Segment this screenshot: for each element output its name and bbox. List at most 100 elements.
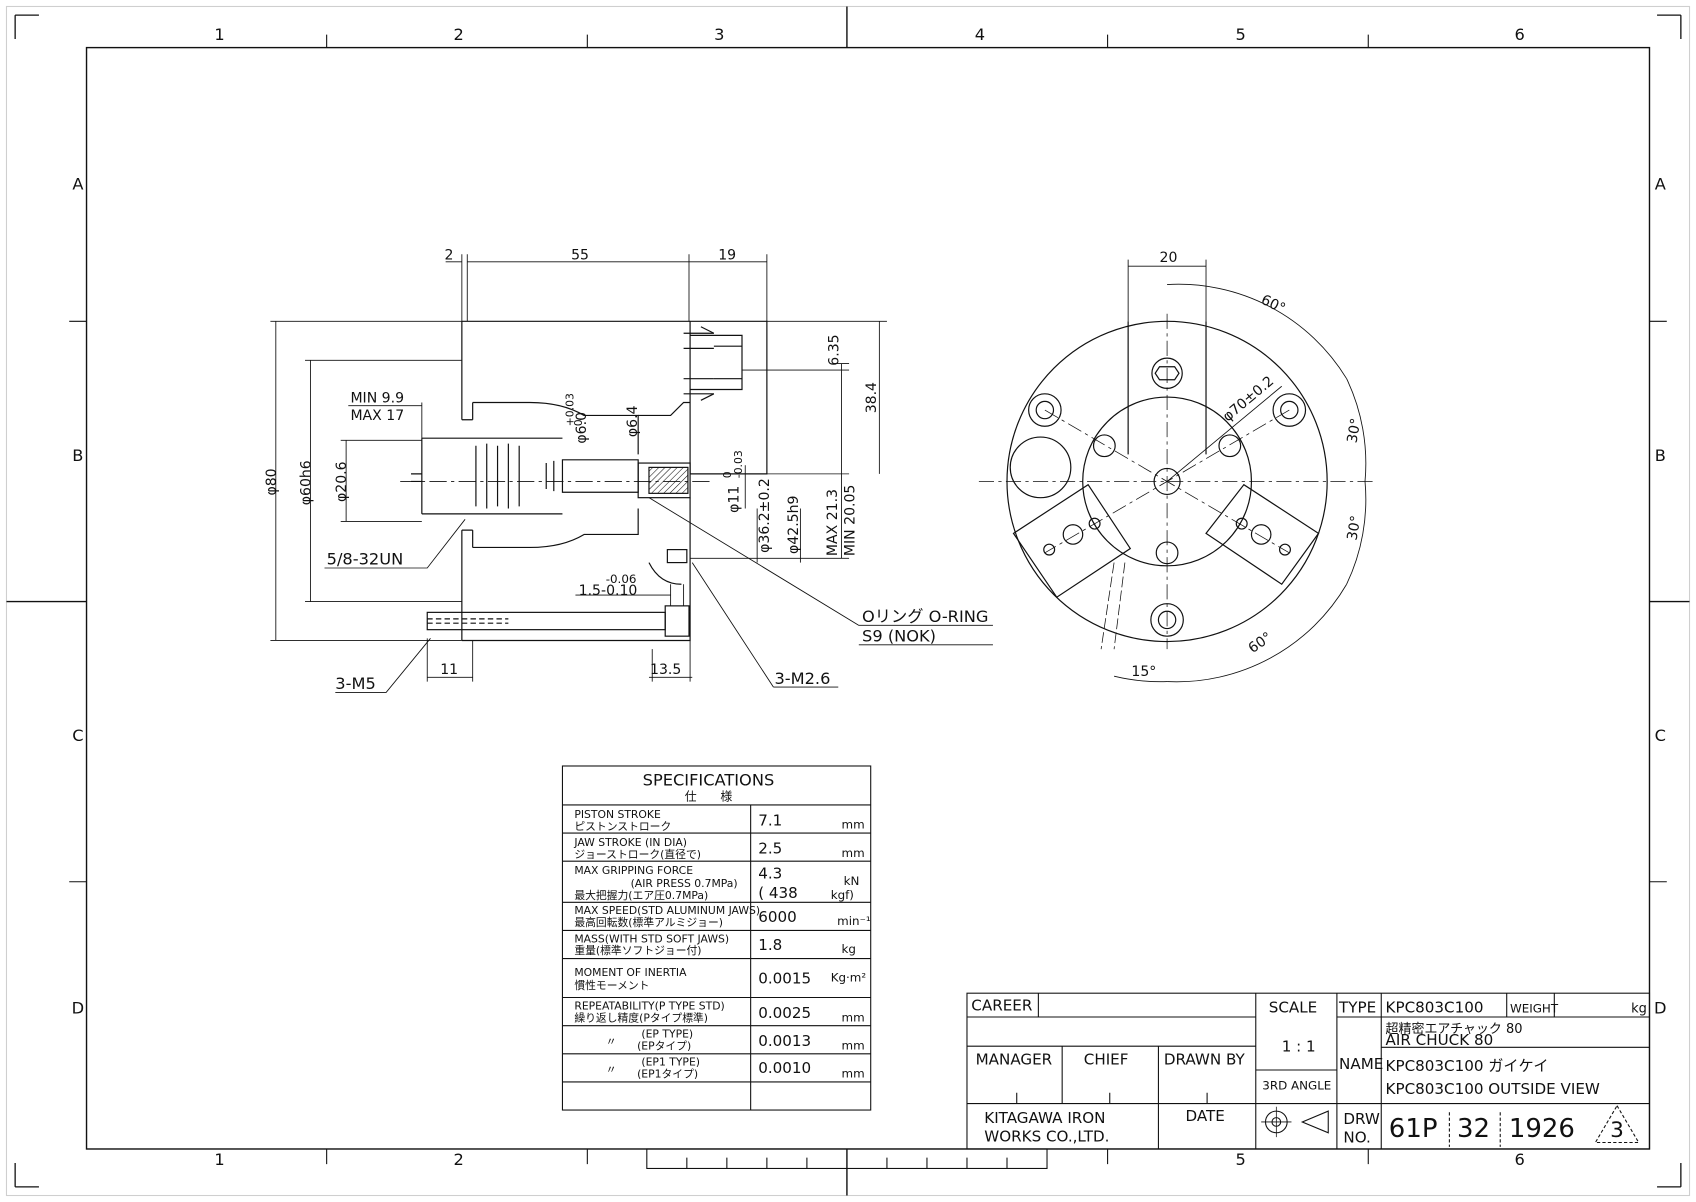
dim-angle-30-upper: 30° [1345, 417, 1365, 444]
spec-row-label: PISTON STROKE [574, 808, 661, 821]
row-label-c-left: C [72, 726, 83, 745]
side-view-callouts: 5/8-32UN 3-M5 3-M2.6 Oリング O-RING S9 (NOK… [327, 550, 989, 693]
side-view [270, 254, 993, 693]
third-angle-projection-icon [1261, 1106, 1329, 1138]
spec-title-ja: 仕 様 [685, 790, 733, 804]
projection-label: 3RD ANGLE [1262, 1078, 1331, 1092]
col-label-6-bottom: 6 [1515, 1150, 1525, 1169]
spec-row-label-2: (AIR PRESS 0.7MPa) [631, 877, 738, 890]
spec-title: SPECIFICATIONS [643, 770, 775, 789]
spec-row-unit: Kg·m² [831, 970, 867, 984]
spec-row-value: 2.5 [758, 840, 782, 858]
spec-row-label: 〃 [606, 1035, 617, 1048]
name-ja: 超精密エアチャック 80 [1386, 1021, 1523, 1037]
col-label-5-bottom: 5 [1235, 1150, 1245, 1169]
callout-3-m2-6: 3-M2.6 [774, 669, 830, 688]
row-label-a-right: A [1655, 174, 1666, 193]
col-label-2-bottom: 2 [453, 1150, 463, 1169]
spec-row-unit: mm [842, 818, 865, 832]
spec-row-unit: mm [842, 1010, 865, 1024]
dim-front-20: 20 [1160, 250, 1178, 266]
name-label: NAME [1339, 1055, 1383, 1073]
callout-oring: Oリング O-RING [862, 607, 988, 626]
spec-row-unit: kg [842, 942, 856, 956]
spec-row-label: MAX SPEED(STD ALUMINUM JAWS) [574, 904, 760, 917]
dim-pcd70: φ70±0.2 [1220, 373, 1277, 425]
dim-13-5: 13.5 [650, 662, 681, 678]
name-line-2: KPC803C100 ガイケイ [1386, 1057, 1549, 1075]
scale-value: 1 : 1 [1282, 1038, 1316, 1056]
callout-3-m5: 3-M5 [335, 674, 375, 693]
spec-row-label-ja: 慣性モーメント [574, 978, 649, 992]
spec-row-unit: mm [842, 846, 865, 860]
spec-row-unit: mm [842, 1038, 865, 1052]
spec-row-label-ja: ピストンストローク [574, 820, 671, 833]
dim-angle-60-top: 60° [1258, 292, 1287, 317]
dim-dia60h6: φ60h6 [298, 460, 314, 505]
type-value: KPC803C100 [1386, 999, 1484, 1017]
spec-row-label-2: (EP TYPE) [641, 1028, 693, 1041]
spec-row-unit: kN [844, 874, 860, 888]
row-label-b-right: B [1655, 446, 1666, 465]
side-view-tolerances: +0.03 0 0 -0.03 [563, 393, 745, 478]
dim-angle-60-bottom: 60° [1246, 629, 1276, 656]
callout-oring-spec: S9 (NOK) [862, 627, 936, 646]
revision-number: 3 [1610, 1118, 1624, 1143]
spec-row-unit: min⁻¹ [837, 914, 871, 928]
drawing-number-part-1: 61P [1389, 1114, 1438, 1144]
drawing-number-part-3: 1926 [1509, 1114, 1575, 1144]
spec-row-label-ja: 最高回転数(標準アルミジョー) [574, 915, 723, 929]
spec-row-value: 0.0010 [758, 1059, 811, 1077]
tol-dia6-lower: 0 [572, 419, 585, 426]
row-label-b-left: B [72, 446, 83, 465]
spec-row-label-ja: 重量(標準ソフトジョー付) [574, 943, 701, 957]
front-view-dimensions: 20 60° φ70±0.2 30° 30° 60° 15° [1131, 250, 1364, 680]
dim-dia42-5h9: φ42.5h9 [786, 496, 802, 554]
dim-dia11: φ11 [727, 486, 743, 513]
title-block: CAREER SCALE 1 : 1 TYPE KPC803C100 WEIGH… [966, 992, 1651, 1150]
drw-label-1: DRW [1343, 1110, 1380, 1128]
spec-row-label: REPEATABILITY(P TYPE STD) [574, 999, 724, 1012]
spec-row-label: MAX GRIPPING FORCE [574, 864, 693, 877]
col-label-4-top: 4 [975, 25, 985, 44]
dim-55: 55 [571, 248, 589, 264]
chief-label: CHIEF [1084, 1051, 1129, 1069]
name-line-3: KPC803C100 OUTSIDE VIEW [1386, 1080, 1600, 1098]
dim-19: 19 [718, 248, 736, 264]
dim-dia20-6: φ20.6 [334, 461, 350, 502]
zone-labels: 1 2 3 4 5 6 1 2 5 6 A B C D A B C D [72, 25, 1667, 1169]
drawn-by-label: DRAWN BY [1164, 1051, 1246, 1069]
drawing-number-part-2: 32 [1457, 1114, 1490, 1144]
specifications-table: SPECIFICATIONS 仕 様 PISTON STROKE ピストンストロ… [561, 765, 872, 1111]
col-label-2-top: 2 [453, 25, 463, 44]
dim-angle-15: 15° [1131, 664, 1156, 680]
dim-dia36-2: φ36.2±0.2 [757, 478, 773, 553]
drw-label-2: NO. [1343, 1128, 1370, 1146]
spec-row-value: 7.1 [758, 811, 782, 829]
row-label-c-right: C [1655, 726, 1666, 745]
spec-row-value: 0.0025 [758, 1004, 811, 1022]
dim-min-stroke: MIN 9.9 [350, 390, 404, 406]
dim-max-21-3: MAX 21.3 [825, 489, 841, 556]
spec-row-label-ja: 最大把握力(エア圧0.7MPa) [574, 888, 708, 902]
row-label-d-right: D [1654, 999, 1666, 1018]
spec-row-label-ja: (EPタイプ) [637, 1039, 691, 1052]
dim-11: 11 [440, 662, 458, 678]
dim-dia6-0: φ6.0 [574, 412, 590, 444]
spec-row-label: MASS(WITH STD SOFT JAWS) [574, 932, 729, 945]
spec-row-unit: mm [842, 1067, 865, 1081]
dim-max-stroke: MAX 17 [350, 408, 404, 424]
dim-1-5-tol: -0.06 [606, 572, 637, 586]
company-line-2: WORKS CO.,LTD. [984, 1127, 1109, 1145]
spec-row-label-ja: (EP1タイプ) [637, 1068, 698, 1081]
spec-row-value: 1.8 [758, 936, 782, 954]
side-view-dimensions: 2 55 19 MIN 9.9 MAX 17 φ80 φ60h6 φ20.6 φ… [264, 248, 880, 678]
dim-6-35: 6.35 [826, 334, 842, 365]
spec-row-label-ja: 繰り返し精度(Pタイプ標準) [574, 1010, 708, 1024]
spec-row-value-2: ( 438 [758, 884, 798, 902]
tol-dia11-upper: 0 [721, 471, 734, 478]
spec-row-value: 0.0015 [758, 969, 811, 987]
dim-dia6-4: φ6.4 [625, 405, 641, 437]
spec-row-value: 6000 [758, 908, 796, 926]
